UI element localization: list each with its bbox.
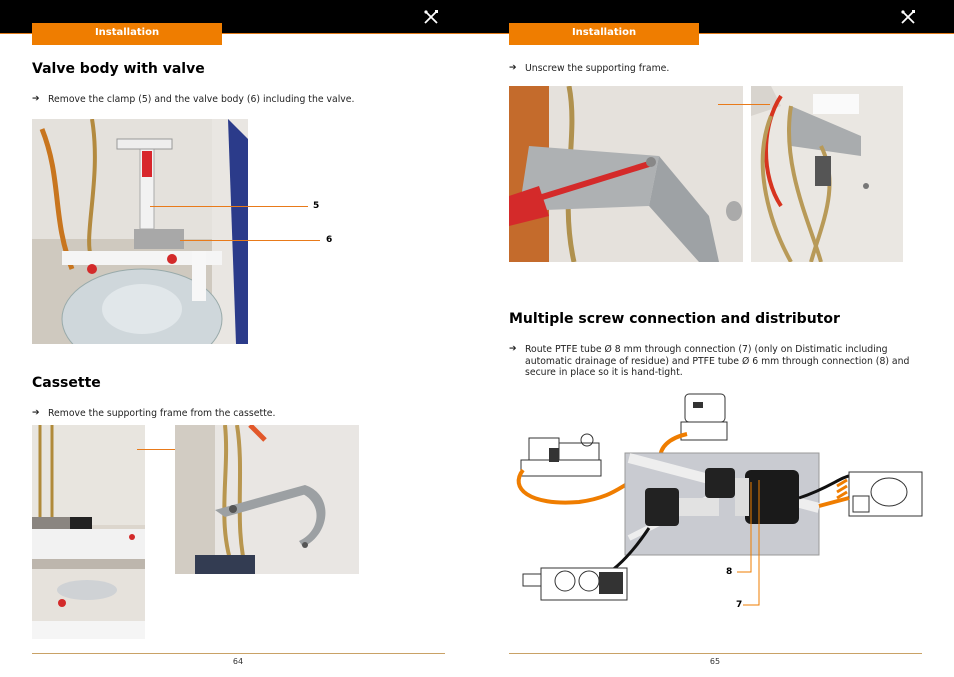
section-title-cassette: Cassette <box>32 375 101 391</box>
callout-leader-5 <box>150 206 308 207</box>
instruction-route-ptfe: ➔ Route PTFE tube Ø 8 mm through connect… <box>509 344 910 378</box>
footer-rule-right <box>509 653 922 654</box>
section-tab-right: Installation <box>509 23 699 45</box>
tools-icon <box>901 10 915 24</box>
page-number-left: 64 <box>232 657 244 666</box>
distributor-diagram <box>516 393 923 606</box>
sensor-unit-drawing <box>680 393 728 441</box>
callout-5: 5 <box>313 201 320 211</box>
arrow-right-icon: ➔ <box>32 408 40 418</box>
section-tab-left: Installation <box>32 23 222 45</box>
callout-8: 8 <box>726 567 733 577</box>
instruction-valve-body: ➔ Remove the clamp (5) and the valve bod… <box>32 94 355 105</box>
cassette-unit-drawing <box>848 471 923 517</box>
photo-frame-overview <box>751 86 903 262</box>
callout-6: 6 <box>326 235 333 245</box>
valve-drawing <box>520 433 602 477</box>
photo-cassette <box>32 425 145 639</box>
socket-distributor-drawing <box>522 567 628 601</box>
header-rule <box>0 33 954 34</box>
photo-supporting-frame <box>175 425 359 574</box>
section-title-valve-body: Valve body with valve <box>32 61 205 77</box>
arrow-right-icon: ➔ <box>509 63 517 73</box>
photo-valve-body <box>32 119 248 344</box>
photo-frame-closeup <box>509 86 743 262</box>
callout-leader-frame <box>137 449 187 450</box>
callout-7: 7 <box>736 600 743 610</box>
footer-rule-left <box>32 653 445 654</box>
page-number-right: 65 <box>709 657 721 666</box>
instruction-unscrew-frame: ➔ Unscrew the supporting frame. <box>509 63 670 74</box>
instruction-cassette: ➔ Remove the supporting frame from the c… <box>32 408 276 419</box>
arrow-right-icon: ➔ <box>509 344 517 354</box>
section-title-screw-connection: Multiple screw connection and distributo… <box>509 311 840 327</box>
tools-icon <box>424 10 438 24</box>
arrow-right-icon: ➔ <box>32 94 40 104</box>
callout-leader-frame-right <box>718 104 770 105</box>
callout-leader-6 <box>180 240 320 241</box>
